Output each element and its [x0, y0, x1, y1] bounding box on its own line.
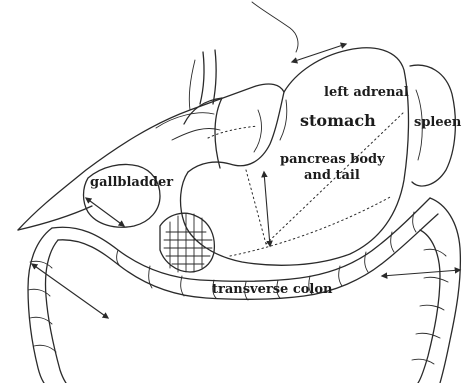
descending-colon-outline [412, 198, 460, 383]
pancreas-head-mesh [160, 213, 214, 272]
gallbladder-outline [84, 165, 161, 228]
label-gallbladder: gallbladder [90, 175, 173, 190]
label-transverse-colon: transverse colon [212, 282, 333, 297]
esophagus-outline [189, 2, 298, 110]
label-spleen: spleen [414, 115, 462, 130]
arrow-pancreas [264, 172, 270, 246]
label-stomach: stomach [300, 111, 376, 130]
liver-outline [18, 84, 284, 230]
arrow-gallbladder [86, 198, 124, 226]
arrow-right [382, 270, 460, 276]
label-pancreas-body: pancreas body [280, 152, 385, 167]
label-left-adrenal: left adrenal [324, 85, 409, 100]
label-pancreas-tail: and tail [304, 168, 360, 183]
ascending-colon-outline [28, 228, 66, 383]
